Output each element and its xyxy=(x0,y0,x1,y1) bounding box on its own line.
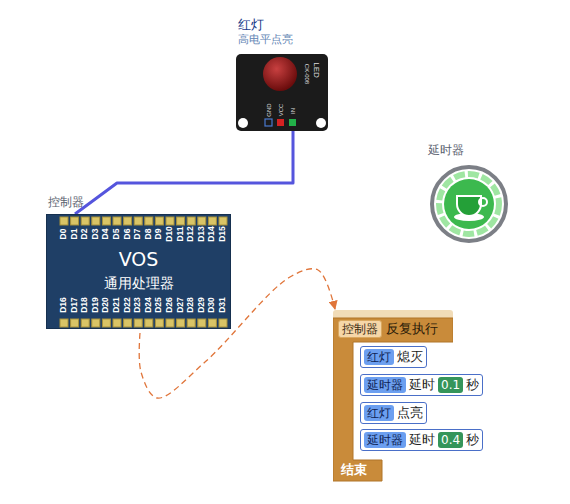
pin-name: D5 xyxy=(112,229,121,240)
timer-icon: 延时器 xyxy=(428,164,510,244)
statement-text: 点亮 xyxy=(397,405,423,421)
pin-name: D2 xyxy=(80,229,89,240)
pin-name: D30 xyxy=(207,297,216,313)
object-chip: 延时器 xyxy=(364,432,406,448)
timer-symbol xyxy=(428,164,510,244)
module-name: 红灯 xyxy=(238,17,264,33)
pin-name: D25 xyxy=(154,297,163,313)
pin-name: D22 xyxy=(122,297,131,313)
pin-name: D16 xyxy=(59,297,68,313)
board-marking: GND xyxy=(266,103,272,116)
board-title: VOS xyxy=(47,248,230,271)
pin-name: D1 xyxy=(69,229,78,240)
statement-text: 熄灭 xyxy=(397,349,423,365)
loop-block: 控制器红灯熄灭延时器0.1延时秒红灯点亮延时器0.4延时秒反复执行结束 xyxy=(333,310,453,482)
pin-name: D4 xyxy=(101,229,110,240)
object-chip: 红灯 xyxy=(364,405,394,421)
statement-row: 红灯熄灭 xyxy=(360,346,427,368)
chip-text: 0.4 xyxy=(441,433,460,447)
pin-name: D24 xyxy=(144,297,153,313)
pin-name: D12 xyxy=(186,226,195,242)
chip-text: 延时器 xyxy=(367,378,403,392)
pin-name: D31 xyxy=(218,297,227,313)
statement-row: 延时器 0.1 延时 秒 xyxy=(360,374,483,396)
object-chip: 红灯 xyxy=(364,349,394,365)
board-marking: VCC xyxy=(278,104,284,117)
number-chip: 0.1 xyxy=(438,377,463,393)
pin-name: D18 xyxy=(80,297,89,313)
chip-text: 0.1 xyxy=(441,378,460,392)
pin-name: D21 xyxy=(112,297,121,313)
chip-text: 控制器 xyxy=(342,322,378,336)
pin-name: D3 xyxy=(91,229,100,240)
object-chip: 延时器 xyxy=(364,377,406,393)
statement-text: 秒 xyxy=(466,377,479,393)
pin-name: D13 xyxy=(197,226,206,242)
board-marking: CK-008 xyxy=(304,64,310,84)
module-name: 延时器 xyxy=(428,143,464,157)
pin-name: D27 xyxy=(175,297,184,313)
object-chip: 控制器 xyxy=(338,320,382,338)
pin-name: D8 xyxy=(144,229,153,240)
pin-name: D0 xyxy=(59,229,68,240)
pin-name: D29 xyxy=(197,297,206,313)
block-end: 结束 xyxy=(341,462,367,478)
pin-name: D23 xyxy=(133,297,142,313)
pin-name: D19 xyxy=(91,297,100,313)
pin-name: D11 xyxy=(175,226,184,241)
pin-name: D7 xyxy=(133,229,142,240)
board-marking: LED xyxy=(312,62,320,78)
board-marking: IN xyxy=(290,108,296,114)
chip-text: 红灯 xyxy=(367,350,391,364)
chip-text: 延时器 xyxy=(367,433,403,447)
pin-name: D17 xyxy=(69,297,78,313)
number-chip: 0.4 xyxy=(438,432,463,448)
pin-name: D26 xyxy=(165,297,174,313)
statement-text: 延时 xyxy=(409,377,435,393)
statement-row: 延时器 0.4 延时 秒 xyxy=(360,429,483,451)
pin-name: D14 xyxy=(207,226,216,242)
module-name: 控制器 xyxy=(48,195,84,209)
pin-name: D10 xyxy=(165,226,174,242)
signal-wire xyxy=(75,131,293,214)
statement-row: 红灯点亮 xyxy=(360,402,427,424)
pin-name: D6 xyxy=(122,229,131,240)
pin-name: D9 xyxy=(154,229,163,240)
pin-name: D15 xyxy=(218,226,227,242)
statement-text: 秒 xyxy=(466,432,479,448)
pin-name: D20 xyxy=(101,297,110,313)
block-label: 反复执行 xyxy=(386,321,438,337)
board-subtitle: 通用处理器 xyxy=(47,275,230,292)
pin-name: D28 xyxy=(186,297,195,313)
module-note: 高电平点亮 xyxy=(238,33,293,46)
statement-text: 延时 xyxy=(409,432,435,448)
chip-text: 红灯 xyxy=(367,406,391,420)
